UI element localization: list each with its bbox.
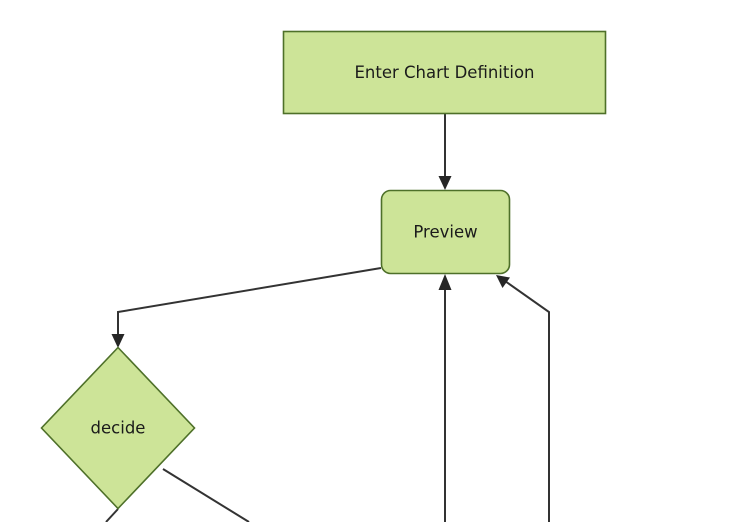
node-rectangle[interactable] — [282, 30, 607, 115]
edge-decide-branch-right — [162, 468, 250, 522]
arrowhead-down-icon — [111, 334, 125, 348]
edge-preview-to-decide — [111, 267, 382, 348]
node-rounded-rectangle[interactable] — [380, 189, 511, 275]
node-decide[interactable]: decide — [40, 346, 196, 510]
edge-enter-to-preview — [438, 114, 452, 190]
edge-line — [162, 468, 250, 522]
edge-line — [105, 508, 119, 522]
arrowhead-up-left-icon — [496, 275, 510, 288]
arrowhead-down-icon — [438, 176, 452, 190]
edge-decide-branch-left — [105, 508, 119, 522]
node-enter-chart-definition[interactable]: Enter Chart Definition — [282, 30, 607, 115]
node-preview[interactable]: Preview — [380, 189, 511, 275]
arrowhead-up-icon — [438, 274, 452, 290]
node-diamond[interactable] — [40, 346, 196, 510]
edge-line — [117, 267, 382, 340]
edge-return-to-preview-center — [438, 274, 452, 522]
edge-return-to-preview-right — [496, 275, 550, 522]
edge-line — [504, 280, 550, 522]
